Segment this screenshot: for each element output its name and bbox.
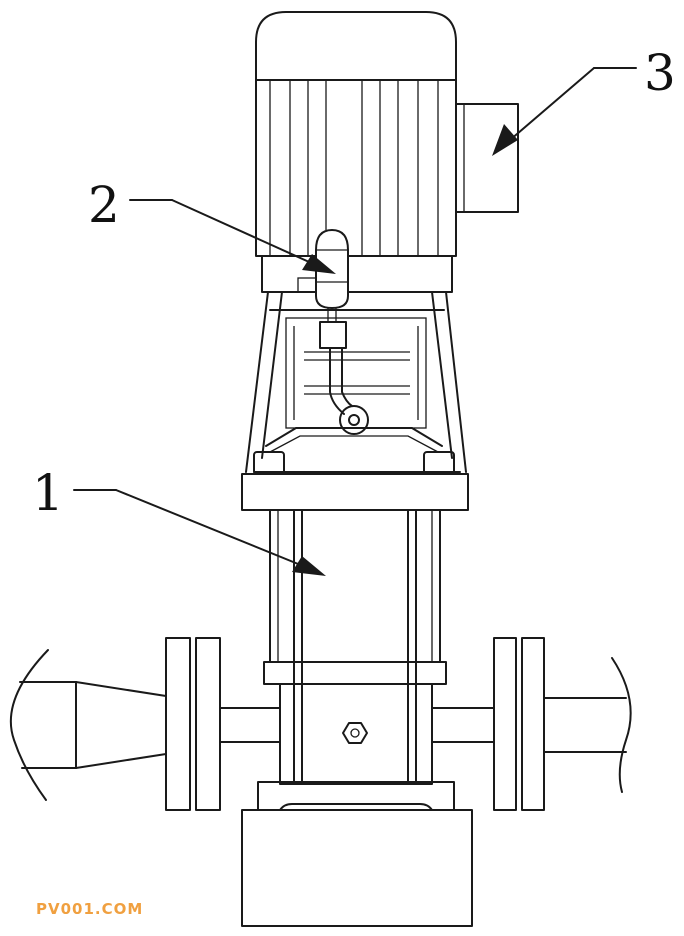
callout-number-3: 3 bbox=[644, 44, 676, 102]
watermark: PV001.COM bbox=[36, 900, 144, 918]
motor-bracket bbox=[245, 291, 467, 475]
callout-leader-3 bbox=[492, 67, 637, 156]
callout-number-1: 1 bbox=[32, 464, 64, 522]
sensor-capsule bbox=[315, 228, 349, 349]
pump-base bbox=[241, 781, 473, 927]
motor-base bbox=[261, 255, 453, 293]
callout-leader-2 bbox=[129, 199, 336, 274]
upper-flange bbox=[241, 473, 469, 511]
motor-cooling-fins bbox=[269, 80, 439, 256]
terminal-box bbox=[455, 103, 519, 213]
inlet-pipe bbox=[9, 637, 281, 811]
motor bbox=[255, 11, 457, 257]
pump-body bbox=[263, 509, 447, 785]
outlet-pipe bbox=[431, 637, 632, 811]
callout-number-2: 2 bbox=[88, 176, 120, 234]
callout-leader-1 bbox=[73, 489, 326, 576]
